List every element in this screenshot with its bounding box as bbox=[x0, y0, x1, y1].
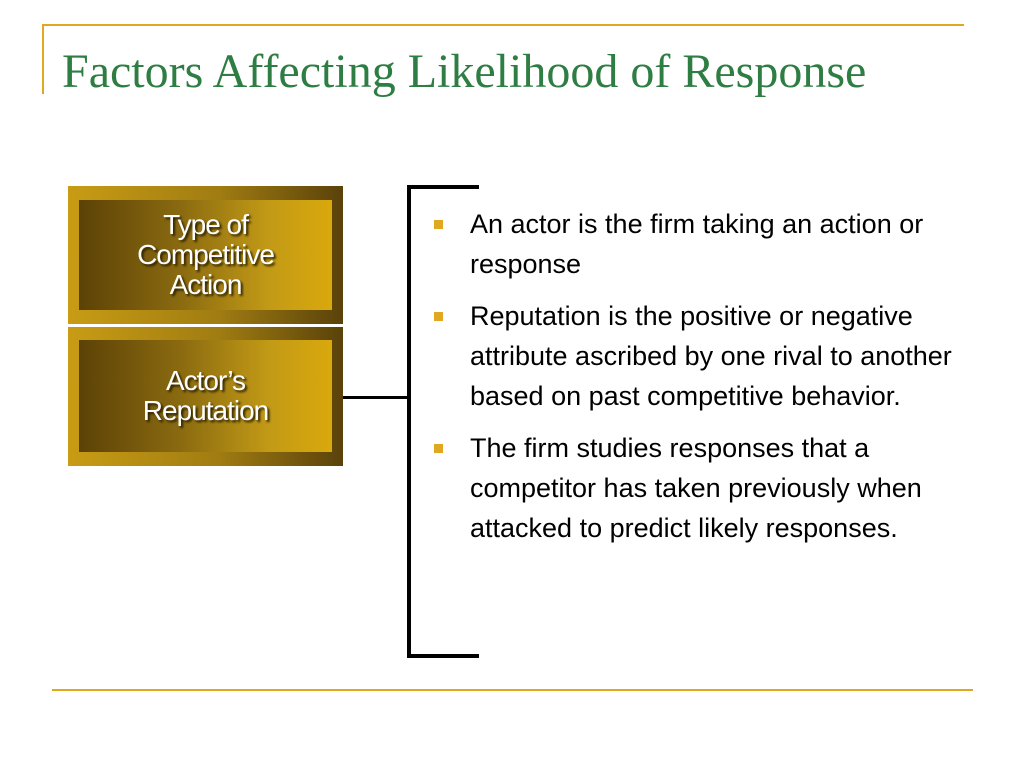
bracket-bottom-arm bbox=[407, 654, 479, 658]
factor-label: Type of Competitive Action bbox=[137, 209, 275, 300]
top-rule bbox=[42, 24, 964, 26]
bullet-list: An actor is the firm taking an action or… bbox=[432, 204, 972, 560]
bracket-top-arm bbox=[407, 185, 479, 189]
factor-box-inner: Type of Competitive Action bbox=[79, 200, 332, 310]
bullet-text: An actor is the firm taking an action or… bbox=[470, 209, 924, 279]
bracket-spine bbox=[407, 185, 411, 658]
left-rule bbox=[42, 24, 44, 94]
factor-label: Actor’s Reputation bbox=[142, 365, 269, 426]
square-bullet-icon bbox=[434, 444, 443, 453]
factor-box-inner: Actor’s Reputation bbox=[79, 340, 332, 452]
bullet-item: Reputation is the positive or negative a… bbox=[432, 296, 972, 416]
slide-title: Factors Affecting Likelihood of Response bbox=[62, 45, 867, 98]
square-bullet-icon bbox=[434, 312, 443, 321]
factor-box-type-of-competitive-action: Type of Competitive Action bbox=[68, 186, 343, 324]
connector-line bbox=[343, 396, 409, 399]
bullet-text: The firm studies responses that a compet… bbox=[470, 433, 922, 543]
bullet-item: An actor is the firm taking an action or… bbox=[432, 204, 972, 284]
square-bullet-icon bbox=[434, 220, 443, 229]
bottom-rule bbox=[52, 689, 973, 691]
bullet-text: Reputation is the positive or negative a… bbox=[470, 301, 952, 411]
factor-box-actors-reputation: Actor’s Reputation bbox=[68, 327, 343, 466]
bullet-item: The firm studies responses that a compet… bbox=[432, 428, 972, 548]
